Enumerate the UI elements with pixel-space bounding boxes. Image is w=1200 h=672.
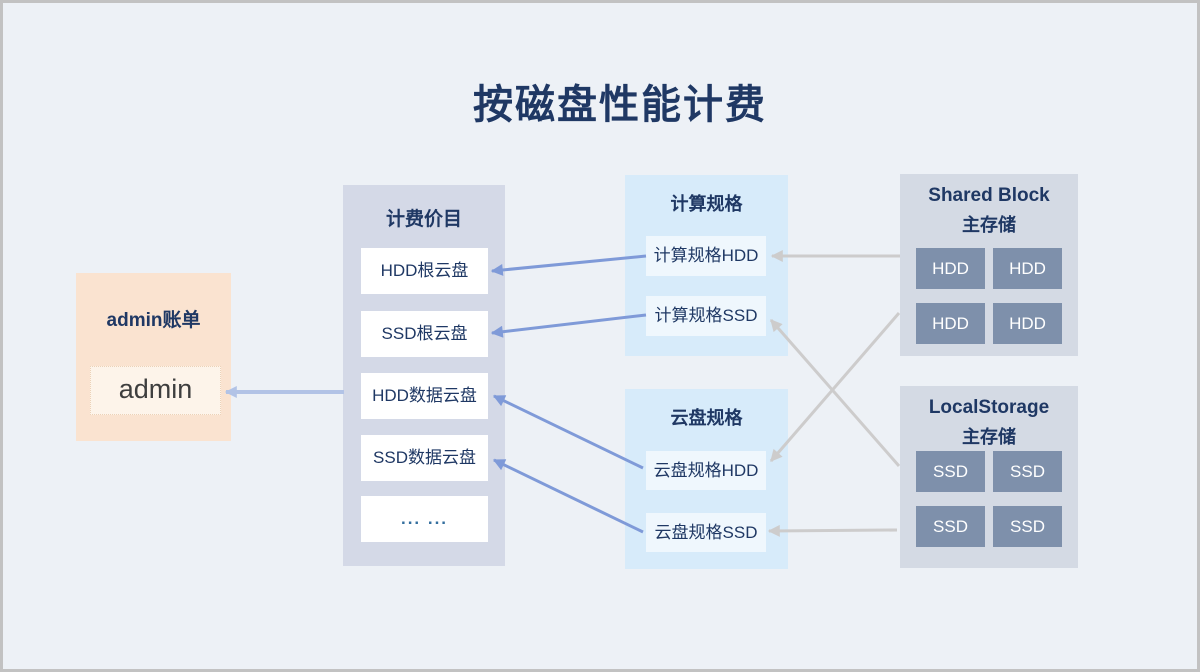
page-title: 按磁盘性能计费	[473, 83, 767, 127]
shared-block-title: Shared Block	[928, 185, 1050, 206]
price-item-ssd-root: SSD根云盘	[361, 311, 488, 357]
shared-block-box: Shared Block 主存储 HDD HDD HDD HDD	[900, 174, 1078, 356]
ssd-tile: SSD	[916, 451, 985, 492]
arrow-disk-hdd-to-hdd-data	[492, 394, 644, 470]
local-storage-tile-grid: SSD SSD SSD SSD	[916, 451, 1062, 547]
compute-spec-box: 计算规格 计算规格HDD 计算规格SSD	[625, 175, 788, 356]
spec-item-disk-ssd: 云盘规格SSD	[646, 513, 766, 552]
arrow-disk-ssd-to-ssd-data	[492, 458, 644, 534]
price-list-box: 计费价目 HDD根云盘 SSD根云盘 HDD数据云盘 SSD数据云盘 ... .…	[343, 185, 505, 566]
disk-spec-title: 云盘规格	[670, 408, 743, 428]
ssd-tile: SSD	[993, 506, 1062, 547]
shared-block-subtitle: 主存储	[962, 215, 1016, 235]
admin-account-node: admin	[90, 366, 221, 415]
local-storage-title: LocalStorage	[928, 397, 1050, 418]
disk-spec-box: 云盘规格 云盘规格HDD 云盘规格SSD	[625, 389, 788, 569]
hdd-tile: HDD	[993, 303, 1062, 344]
compute-spec-title: 计算规格	[670, 194, 743, 214]
arrow-compute-ssd-to-ssd-root	[490, 313, 647, 338]
local-storage-subtitle: 主存储	[962, 427, 1016, 447]
spec-item-compute-hdd: 计算规格HDD	[646, 236, 766, 276]
ssd-tile: SSD	[916, 506, 985, 547]
spec-item-compute-ssd: 计算规格SSD	[646, 296, 766, 336]
price-item-hdd-data: HDD数据云盘	[361, 373, 488, 419]
arrow-local-storage-to-compute-ssd	[769, 319, 901, 467]
hdd-tile: HDD	[916, 248, 985, 289]
ssd-tile: SSD	[993, 451, 1062, 492]
hdd-tile: HDD	[916, 303, 985, 344]
price-item-ellipsis: ... ...	[361, 496, 488, 542]
price-list-title: 计费价目	[385, 209, 462, 230]
price-item-ssd-data: SSD数据云盘	[361, 435, 488, 481]
arrow-shared-block-to-disk-hdd	[769, 312, 901, 462]
spec-item-disk-hdd: 云盘规格HDD	[646, 451, 766, 490]
hdd-tile: HDD	[993, 248, 1062, 289]
arrow-local-storage-to-disk-ssd	[767, 524, 898, 537]
admin-bill-box: admin账单 admin	[76, 273, 231, 441]
price-item-hdd-root: HDD根云盘	[361, 248, 488, 294]
shared-block-tile-grid: HDD HDD HDD HDD	[916, 248, 1062, 344]
arrow-compute-hdd-to-hdd-root	[490, 254, 647, 276]
admin-bill-title: admin账单	[106, 310, 201, 331]
local-storage-box: LocalStorage 主存储 SSD SSD SSD SSD	[900, 386, 1078, 568]
